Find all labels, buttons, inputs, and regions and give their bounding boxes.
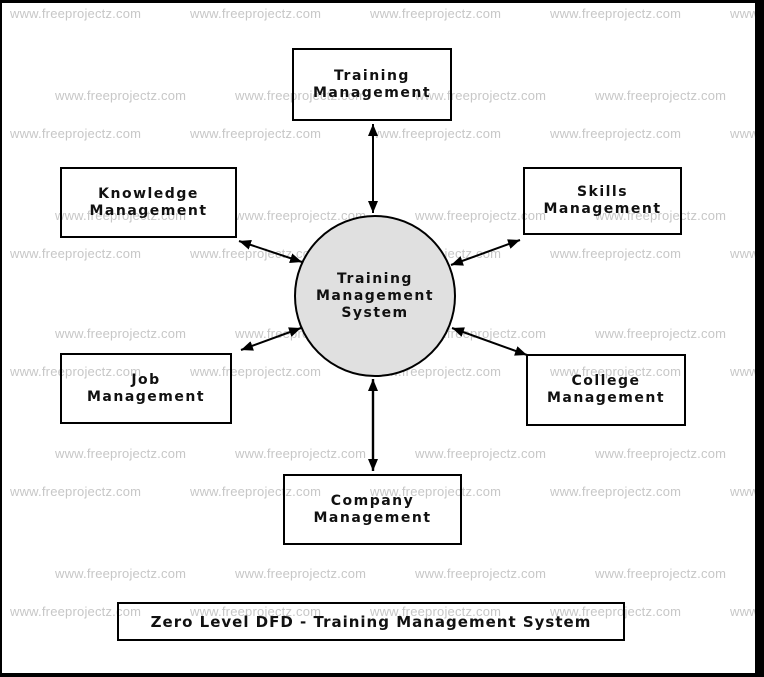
watermark-text: www.freeprojectz.com xyxy=(235,566,367,581)
watermark-text: www.freeprojectz.com xyxy=(550,484,682,499)
watermark-text: www.freeprojectz.com xyxy=(370,126,502,141)
process-label-line: Training xyxy=(337,270,413,287)
entity-label-line: Management xyxy=(86,388,206,405)
watermark-text: www.freeprojectz.com xyxy=(235,88,367,103)
entity-training-management: Training Management xyxy=(292,48,452,121)
watermark-text: www.freeprojectz.com xyxy=(550,6,682,21)
arrow-college-management xyxy=(451,327,528,356)
watermark-text: www.freeprojectz.com xyxy=(190,364,322,379)
watermark-text: www.freeprojectz.com xyxy=(415,566,547,581)
watermark-text: www.freeprojectz.com xyxy=(415,88,547,103)
watermark-text: www.freeprojectz.com xyxy=(550,604,682,619)
entity-label-line: Management xyxy=(543,201,662,217)
entity-job-management: Job Management xyxy=(60,353,232,424)
process-label-line: System xyxy=(341,304,409,321)
watermark-text: www.freeprojectz.com xyxy=(595,208,727,223)
watermark-text: www.freeprojectz.com xyxy=(415,208,547,223)
entity-label-line: Management xyxy=(89,202,208,219)
process-circle-training-management-system: Training Management System xyxy=(294,215,456,377)
watermark-text: www.freeprojectz.com xyxy=(415,446,547,461)
entity-label-line: Management xyxy=(313,509,432,526)
entity-label-line: College xyxy=(571,373,641,389)
watermark-text: www.freeprojectz.com xyxy=(10,6,142,21)
watermark-text: www.freeprojectz.com xyxy=(190,604,322,619)
arrow-knowledge-management xyxy=(238,240,303,263)
entity-label-line: Company xyxy=(330,492,415,509)
watermark-text: www.freeprojectz.com xyxy=(235,446,367,461)
watermark-text: www.freeprojectz.com xyxy=(55,88,187,103)
entity-label-line: Skills xyxy=(576,184,629,200)
watermark-text: www.freeprojectz.com xyxy=(550,364,682,379)
arrow-skills-management xyxy=(450,239,521,266)
watermark-text: www.freeprojectz.com xyxy=(10,484,142,499)
watermark-text: www.freeprojectz.com xyxy=(550,246,682,261)
watermark-text: www.freeprojectz.com xyxy=(595,446,727,461)
watermark-text: www.freeprojectz.com xyxy=(550,126,682,141)
watermark-text: www.freeprojectz.com xyxy=(55,446,187,461)
entity-label-line: Job xyxy=(131,371,161,388)
watermark-text: www.freeprojectz.com xyxy=(190,6,322,21)
watermark-text: www.freeprojectz.com xyxy=(10,604,142,619)
watermark-text: www.freeprojectz.com xyxy=(595,326,727,341)
diagram-title-box: Zero Level DFD - Training Management Sys… xyxy=(117,602,625,641)
watermark-text: www.freeprojectz.com xyxy=(370,604,502,619)
watermark-text: www.freeprojectz.com xyxy=(55,326,187,341)
entity-label-line: Management xyxy=(546,390,666,406)
entity-label-line: Knowledge xyxy=(98,185,199,202)
watermark-text: www.freeprojectz.com xyxy=(55,208,187,223)
process-label-line: Management xyxy=(315,287,435,304)
entity-label-line: Training xyxy=(334,67,410,84)
watermark-text: www.freeprojectz.com xyxy=(595,566,727,581)
watermark-text: www.freeprojectz.com xyxy=(10,246,142,261)
watermark-text: www.freeprojectz.com xyxy=(10,126,142,141)
watermark-text: www.freeprojectz.com xyxy=(10,364,142,379)
process-label: Training Management System xyxy=(316,271,434,322)
watermark-text: www.freeprojectz.com xyxy=(190,484,322,499)
watermark-text: www.freeprojectz.com xyxy=(235,208,367,223)
watermark-text: www.freeprojectz.com xyxy=(190,126,322,141)
entity-college-management: College Management xyxy=(526,354,686,426)
entity-skills-management: Skills Management xyxy=(523,167,682,235)
entity-knowledge-management: Knowledge Management xyxy=(60,167,237,238)
entity-label-line: Management xyxy=(312,84,432,101)
arrow-job-management xyxy=(240,327,302,351)
watermark-text: www.freeprojectz.com xyxy=(370,6,502,21)
entity-company-management: Company Management xyxy=(283,474,462,545)
watermark-text: www.freeprojectz.com xyxy=(370,484,502,499)
watermark-text: www.freeprojectz.com xyxy=(55,566,187,581)
diagram-title: Zero Level DFD - Training Management Sys… xyxy=(150,612,592,631)
watermark-text: www.freeprojectz.com xyxy=(595,88,727,103)
